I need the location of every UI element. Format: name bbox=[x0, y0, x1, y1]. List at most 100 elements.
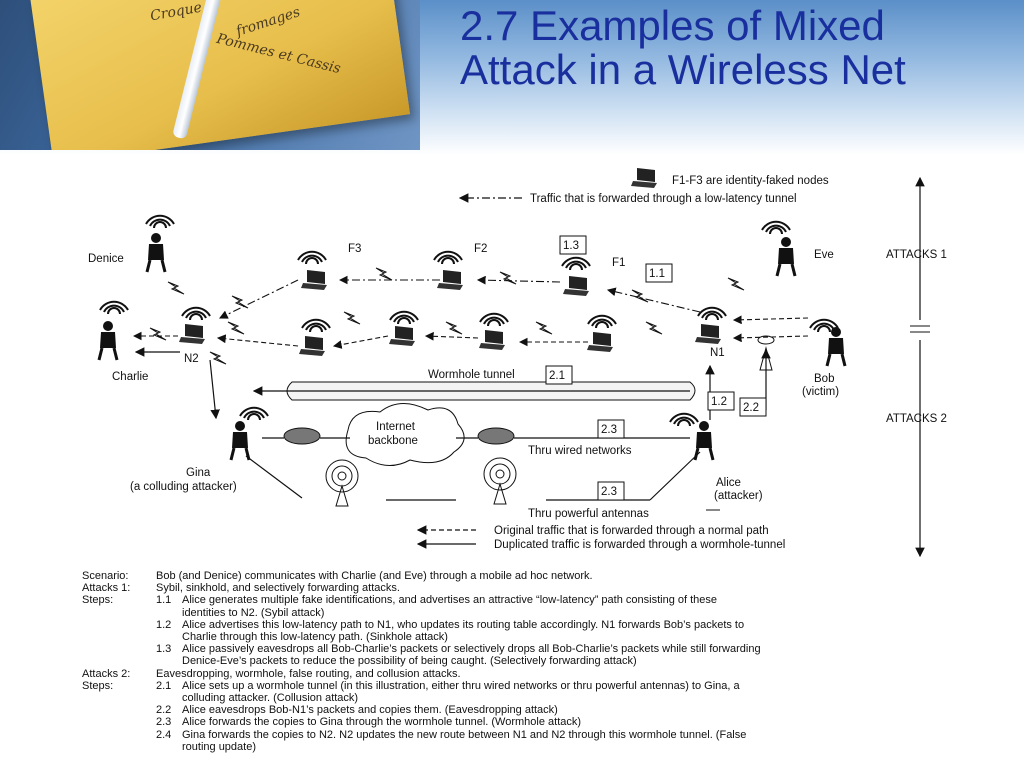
wormhole-tunnel-label: Wormhole tunnel bbox=[428, 369, 515, 381]
node-bob: Bob (victim) bbox=[802, 318, 847, 398]
step-2-1-text: Alice sets up a wormhole tunnel (in this… bbox=[182, 679, 740, 692]
slide-title: 2.7 Examples of Mixed Attack in a Wirele… bbox=[460, 4, 1020, 92]
steps2-label: Steps: bbox=[82, 679, 114, 692]
legend-low-latency-text: Traffic that is forwarded through a low-… bbox=[530, 193, 797, 205]
router-left-icon bbox=[283, 427, 321, 445]
denice-label: Denice bbox=[88, 253, 124, 265]
step-2-1-cont: colluding attacker. (Collusion attack) bbox=[182, 692, 359, 705]
alice-signal-icon bbox=[669, 412, 699, 427]
step-box-2-3-wired: 2.3 bbox=[601, 424, 617, 436]
denice-person-icon bbox=[145, 231, 167, 274]
internet-label-2: backbone bbox=[368, 435, 418, 447]
f1-signal-icon bbox=[561, 256, 591, 271]
eve-signal-icon bbox=[761, 220, 791, 235]
step-box-2-2: 2.2 bbox=[743, 402, 759, 414]
n2-laptop-icon bbox=[179, 324, 205, 344]
relay1-laptop-icon bbox=[299, 336, 325, 356]
n1-signal-icon bbox=[697, 306, 727, 321]
gina-label-2: (a colluding attacker) bbox=[130, 481, 237, 493]
normal-path-arrows bbox=[132, 315, 809, 349]
attacks2-label: ATTACKS 2 bbox=[886, 413, 947, 425]
antenna-right-icon bbox=[483, 457, 517, 505]
gina-label-1: Gina bbox=[186, 467, 211, 479]
relay3-signal-icon bbox=[479, 312, 509, 327]
charlie-signal-icon bbox=[99, 300, 129, 315]
step-2-2-num: 2.2 bbox=[156, 704, 172, 717]
wormhole-arrows bbox=[134, 347, 771, 420]
relay3-laptop-icon bbox=[479, 330, 505, 350]
step-1-2-text: Alice advertises this low-latency path t… bbox=[182, 618, 745, 631]
attacks1-label: ATTACKS 1 bbox=[886, 249, 947, 261]
step-box-1-3: 1.3 bbox=[563, 240, 579, 252]
scenario-description: Bob (and Denice) communicates with Charl… bbox=[156, 570, 593, 582]
f3-signal-icon bbox=[297, 250, 327, 265]
step-boxes: 1.3 1.1 2.1 1.2 2.2 2.3 2.3 bbox=[545, 235, 767, 501]
attacks2-description: Eavesdropping, wormhole, false routing, … bbox=[156, 667, 461, 680]
diagram-scan bbox=[78, 155, 968, 765]
f1-label: F1 bbox=[612, 257, 625, 269]
legend-faked-nodes: F1-F3 are identity-faked nodes bbox=[631, 168, 829, 188]
node-f1: F1 bbox=[561, 256, 625, 296]
f1-laptop-icon bbox=[563, 276, 589, 296]
legend-laptop-icon bbox=[631, 168, 657, 188]
title-line-2: Attack in a Wireless Net bbox=[460, 46, 906, 93]
scenario-text: Scenario: Bob (and Denice) communicates … bbox=[82, 570, 962, 753]
header-photo: Croque fromages Pommes et Cassis bbox=[0, 0, 420, 150]
charlie-label: Charlie bbox=[112, 371, 148, 383]
router-right-icon bbox=[477, 427, 515, 445]
internet-label-1: Internet bbox=[376, 421, 416, 433]
legend-low-latency: Traffic that is forwarded through a low-… bbox=[458, 193, 797, 205]
alice-antenna-icon bbox=[757, 335, 775, 371]
bob-label-2: (victim) bbox=[802, 386, 839, 398]
node-n1: N1 bbox=[695, 306, 727, 359]
thru-wired-label: Thru wired networks bbox=[528, 445, 632, 457]
legend-wormhole-path: Duplicated traffic is forwarded through … bbox=[416, 539, 785, 551]
title-line-1: 2.7 Examples of Mixed bbox=[460, 2, 885, 49]
attacks2-heading: Attacks 2: bbox=[82, 667, 131, 680]
eve-person-icon bbox=[775, 235, 797, 278]
step-1-1-num: 1.1 bbox=[156, 594, 172, 607]
step-1-2-num: 1.2 bbox=[156, 618, 172, 631]
n2-signal-icon bbox=[181, 306, 211, 321]
alice-label-1: Alice bbox=[716, 477, 741, 489]
legend-normal-path-text: Original traffic that is forwarded throu… bbox=[494, 525, 769, 537]
step-1-2-cont: Charlie through this low-latency path. (… bbox=[182, 631, 448, 644]
relay2-signal-icon bbox=[389, 310, 419, 325]
step-1-3-num: 1.3 bbox=[156, 643, 172, 656]
gina-signal-icon bbox=[239, 406, 269, 421]
antenna-left-icon bbox=[325, 459, 359, 507]
internet-backbone: Internet backbone Thru wired networks bbox=[262, 403, 690, 466]
thru-antennas-label: Thru powerful antennas bbox=[528, 508, 649, 520]
node-f2: F2 bbox=[433, 243, 487, 290]
scenario-label: Scenario: bbox=[82, 570, 129, 582]
denice-signal-icon bbox=[145, 214, 175, 229]
step-2-2-text: Alice eavesdrops Bob-N1’s packets and co… bbox=[182, 704, 558, 717]
node-f3: F3 bbox=[297, 243, 361, 290]
f2-signal-icon bbox=[433, 250, 463, 265]
low-latency-arrows bbox=[219, 275, 701, 319]
step-box-1-2: 1.2 bbox=[711, 396, 727, 408]
gina-person-icon bbox=[229, 419, 251, 462]
eve-label: Eve bbox=[814, 249, 834, 261]
step-1-3-cont: Denice-Eve’s packets to reduce the possi… bbox=[182, 655, 637, 668]
step-2-4-cont: routing update) bbox=[182, 740, 256, 753]
step-box-2-3-antenna: 2.3 bbox=[601, 486, 617, 498]
f3-laptop-icon bbox=[301, 270, 327, 290]
node-charlie: Charlie bbox=[97, 300, 148, 383]
alice-label-2: (attacker) bbox=[714, 490, 763, 502]
relay4-laptop-icon bbox=[587, 332, 613, 352]
step-2-1-num: 2.1 bbox=[156, 679, 172, 692]
legend-faked-nodes-text: F1-F3 are identity-faked nodes bbox=[672, 175, 829, 187]
bob-label-1: Bob bbox=[814, 373, 834, 385]
step-2-3-text: Alice forwards the copies to Gina throug… bbox=[182, 716, 582, 729]
attacks-axis: ATTACKS 1 ATTACKS 2 bbox=[886, 176, 947, 558]
f2-label: F2 bbox=[474, 243, 487, 255]
step-2-4-num: 2.4 bbox=[156, 728, 172, 741]
node-alice: Alice (attacker) bbox=[669, 412, 763, 502]
n2-label: N2 bbox=[184, 353, 199, 365]
relay1-signal-icon bbox=[301, 318, 331, 333]
step-2-4-text: Gina forwards the copies to N2. N2 updat… bbox=[182, 728, 747, 741]
n1-laptop-icon bbox=[695, 324, 721, 344]
attacks1-description: Sybil, sinkhold, and selectively forward… bbox=[156, 582, 400, 595]
